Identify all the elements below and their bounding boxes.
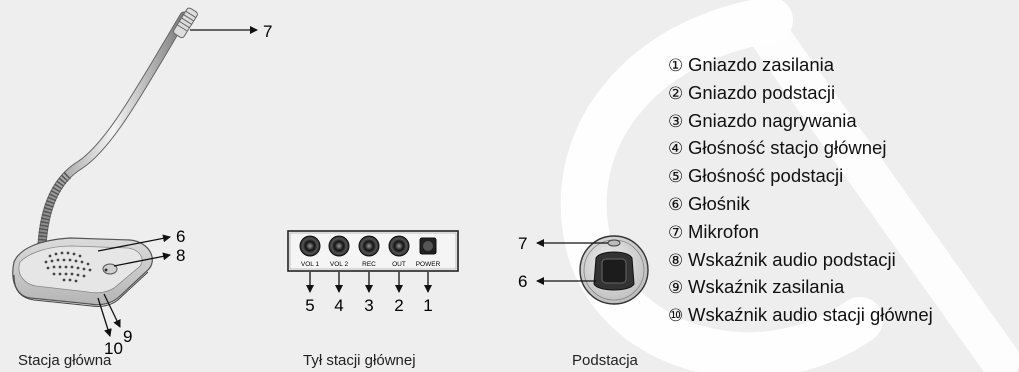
rear-panel-illustration: VOL 1 5 VOL 2 4 REC 3 OUT 2 POWER 1 xyxy=(287,230,459,315)
rear-port-label: VOL 1 xyxy=(301,261,320,268)
rear-port-jack xyxy=(299,235,321,257)
rear-port-label: VOL 2 xyxy=(330,261,349,268)
substation-callout-7: 7 xyxy=(518,234,527,253)
legend-number: ⑧ xyxy=(668,250,684,270)
legend-number: ② xyxy=(668,83,684,103)
audio-indicator-button xyxy=(102,263,118,275)
legend-text: Wskaźnik zasilania xyxy=(688,276,845,298)
rear-port-label: OUT xyxy=(392,261,406,268)
legend-text: Wskaźnik audio podstacji xyxy=(688,248,896,270)
callout-9: 9 xyxy=(123,327,132,346)
rear-port-number: 2 xyxy=(394,296,403,315)
substation-callout-6: 6 xyxy=(518,272,527,291)
rear-port-number: 5 xyxy=(305,296,314,315)
legend-number: ⑨ xyxy=(668,278,684,298)
legend-number: ⑤ xyxy=(668,167,684,187)
power-socket-hole xyxy=(423,241,433,251)
legend-text: Wskaźnik audio stacji głównej xyxy=(688,304,933,326)
legend-text: Gniazdo nagrywania xyxy=(688,109,857,131)
speaker-grille xyxy=(44,251,92,283)
main-station-illustration xyxy=(12,7,258,337)
rear-port-jack xyxy=(388,235,410,257)
legend-text: Gniazdo zasilania xyxy=(688,54,835,75)
rear-port-number: 1 xyxy=(423,296,432,315)
rear-port-number: 4 xyxy=(334,296,343,315)
rear-port-label: REC xyxy=(362,261,376,268)
rear-port-jack xyxy=(358,235,380,257)
legend-text: Gniazdo podstacji xyxy=(688,81,836,103)
callout-7: 7 xyxy=(263,22,272,41)
caption-main-station: Stacja główna xyxy=(18,352,112,369)
legend-number: ④ xyxy=(668,139,684,159)
callout-8: 8 xyxy=(176,246,185,265)
legend-number: ⑥ xyxy=(668,194,684,214)
legend-number: ⑦ xyxy=(668,222,684,242)
caption-substation: Podstacja xyxy=(572,352,638,369)
legend-number: ① xyxy=(668,56,684,75)
legend-number: ③ xyxy=(668,111,684,131)
substation-illustration xyxy=(536,235,649,305)
rear-port-number: 3 xyxy=(364,296,373,315)
legend-text: Głośnik xyxy=(688,192,750,214)
rear-port-jack xyxy=(328,235,350,257)
legend-number: ⑩ xyxy=(668,306,684,326)
microphone-head xyxy=(173,7,198,39)
substation-speaker xyxy=(601,258,627,284)
legend-text: Mikrofon xyxy=(688,220,759,242)
rear-port-label: POWER xyxy=(416,261,441,268)
legend-text: Głośność podstacji xyxy=(688,165,844,187)
callout-10: 10 xyxy=(104,339,123,358)
substation-mic-hole xyxy=(607,239,621,247)
caption-rear-panel: Tył stacji głównej xyxy=(303,352,416,369)
legend-text: Głośność stacjo głównej xyxy=(688,137,887,159)
callout-6: 6 xyxy=(176,227,185,246)
